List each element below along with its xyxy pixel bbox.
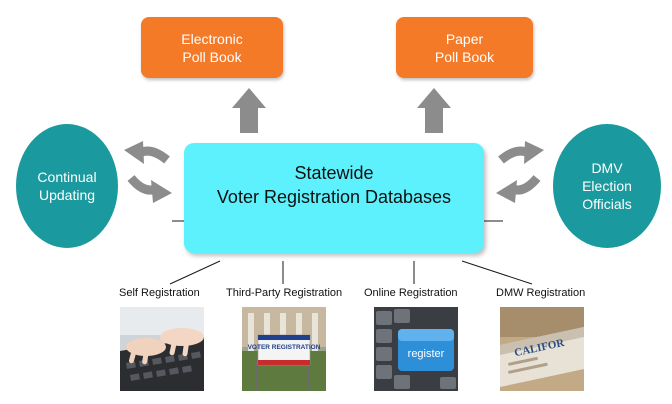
connector-self [169, 260, 221, 285]
third-party-registration-photo: VOTER REGISTRATION [242, 307, 326, 391]
electronic-poll-book-box: Electronic Poll Book [141, 17, 283, 78]
connector-dmw [461, 260, 533, 285]
database-title-line-2: Voter Registration Databases [216, 187, 452, 207]
paper-poll-book-line-1: Paper [445, 30, 484, 47]
cycle-arrow-left-top-head [124, 141, 144, 164]
dmv-line-1: DMV [591, 160, 623, 176]
statewide-database-box: Statewide Voter Registration Databases [184, 143, 484, 253]
register-key-text: register [408, 348, 445, 360]
source-label-dmw: DMW Registration [496, 287, 586, 299]
dmv-election-officials-circle: DMV Election Officials [553, 124, 661, 248]
source-label-online: Online Registration [364, 287, 458, 299]
keyboard-hands-image [120, 307, 204, 391]
paper-poll-book-box: Paper Poll Book [396, 17, 533, 78]
up-arrow-electronic [232, 88, 266, 133]
california-id-card-image: CALIFOR [500, 307, 584, 391]
sign-text-line-1: VOTER REGISTRATION [248, 344, 321, 351]
database-title-line-1: Statewide [294, 163, 374, 183]
register-key-image: register [374, 307, 458, 391]
source-label-self: Self Registration [119, 287, 200, 299]
continual-updating-line-2: Updating [38, 187, 96, 203]
electronic-poll-book-line-2: Poll Book [182, 48, 242, 65]
dmw-registration-photo: CALIFOR [500, 307, 584, 391]
dmv-line-2: Election [582, 178, 632, 194]
dmv-line-3: Officials [582, 196, 632, 212]
self-registration-photo [120, 307, 204, 391]
continual-updating-line-1: Continual [37, 169, 97, 185]
source-label-third-party: Third-Party Registration [226, 287, 343, 299]
voter-registration-sign-image: VOTER REGISTRATION [242, 307, 326, 391]
cycle-arrow-left-bottom-head [151, 180, 172, 203]
cycle-arrow-right-bottom-head [496, 180, 517, 203]
paper-poll-book-line-2: Poll Book [434, 48, 495, 65]
electronic-poll-book-line-1: Electronic [181, 30, 243, 47]
cycle-arrow-right-top-head [524, 141, 544, 164]
up-arrow-paper [417, 88, 451, 133]
continual-updating-circle: Continual Updating [16, 124, 118, 248]
online-registration-photo: register [374, 307, 458, 391]
